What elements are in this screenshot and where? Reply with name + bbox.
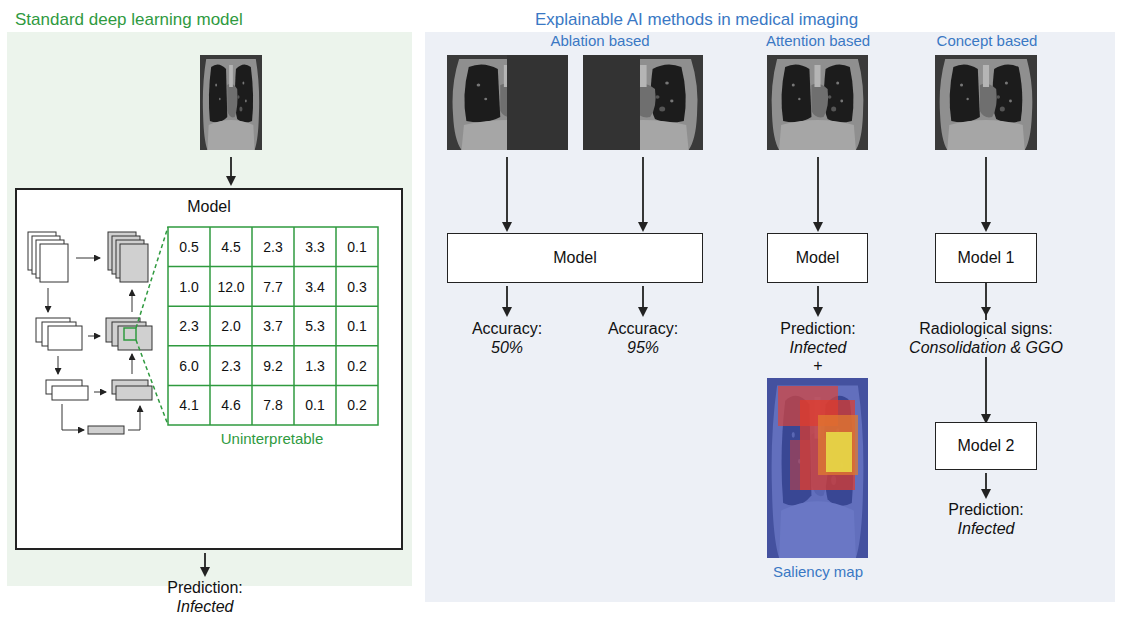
table-cell: 3.3	[305, 238, 324, 256]
text-label: Uninterpretable	[221, 430, 324, 448]
text-label: Infected	[790, 339, 847, 357]
model-box: Model	[767, 233, 868, 283]
text-label: Concept based	[937, 32, 1038, 50]
text-label: Prediction:	[780, 320, 856, 338]
table-cell: 0.2	[347, 357, 366, 375]
text-label: 95%	[627, 339, 659, 357]
model-box: Model 2	[935, 422, 1037, 470]
text-label: Ablation based	[550, 32, 649, 50]
table-cell: 0.1	[347, 238, 366, 256]
text-label: Saliency map	[773, 563, 863, 581]
table-cell: 0.2	[347, 396, 366, 414]
text-label: Attention based	[766, 32, 870, 50]
table-cell: 7.7	[263, 278, 282, 296]
table-cell: 4.6	[221, 396, 240, 414]
text-label: Radiological signs:	[916, 320, 1055, 338]
text-label: 50%	[491, 339, 523, 357]
flow-arrows	[205, 157, 986, 575]
table-cell: 4.1	[179, 396, 198, 414]
table-cell: 9.2	[263, 357, 282, 375]
box-label: Model	[553, 248, 597, 268]
table-cell: 7.8	[263, 396, 282, 414]
box-label: Model	[796, 248, 840, 268]
text-label: Prediction:	[948, 501, 1024, 519]
table-cell: 1.0	[179, 278, 198, 296]
text-label: Prediction:	[167, 579, 243, 597]
text-label: Accuracy:	[472, 320, 542, 338]
table-cell: 1.3	[305, 357, 324, 375]
model-box: Model	[15, 188, 403, 550]
table-cell: 4.5	[221, 238, 240, 256]
feature-table	[168, 227, 378, 425]
box-label: Model 1	[958, 248, 1015, 268]
table-cell: 0.5	[179, 238, 198, 256]
box-fill	[15, 188, 403, 550]
zoom-callout	[124, 227, 168, 425]
table-cell: 2.3	[263, 238, 282, 256]
network-architecture	[28, 232, 152, 434]
arrow-head	[981, 307, 991, 316]
text-label: Infected	[177, 598, 234, 616]
panel-title: Standard deep learning model	[7, 4, 412, 30]
saliency-map	[767, 378, 868, 558]
model-box: Model	[447, 233, 703, 283]
table-cell: 2.3	[179, 317, 198, 335]
table-cell: 0.1	[305, 396, 324, 414]
panel: Standard deep learning modelModel	[7, 4, 412, 586]
table-cell: 0.1	[347, 317, 366, 335]
text-label: Accuracy:	[608, 320, 678, 338]
table-cell: 2.0	[221, 317, 240, 335]
table-cell: 5.3	[305, 317, 324, 335]
ct-images	[200, 55, 1037, 150]
table-cell: 3.4	[305, 278, 324, 296]
table-cell: 2.3	[221, 357, 240, 375]
panel-ground	[7, 32, 412, 586]
table-cell: 6.0	[179, 357, 198, 375]
table-cell: 0.3	[347, 278, 366, 296]
box-label: Model	[17, 190, 401, 217]
table-cell: 3.7	[263, 317, 282, 335]
text-label: +	[813, 357, 822, 375]
panel-title: Explainable AI methods in medical imagin…	[425, 4, 1115, 30]
table-cell: 12.0	[217, 278, 244, 296]
text-label: Infected	[958, 520, 1015, 538]
text-label: Consolidation & GGO	[906, 339, 1066, 357]
box-label: Model 2	[958, 436, 1015, 456]
model-box: Model 1	[935, 233, 1037, 283]
panel-ground	[425, 32, 1115, 602]
